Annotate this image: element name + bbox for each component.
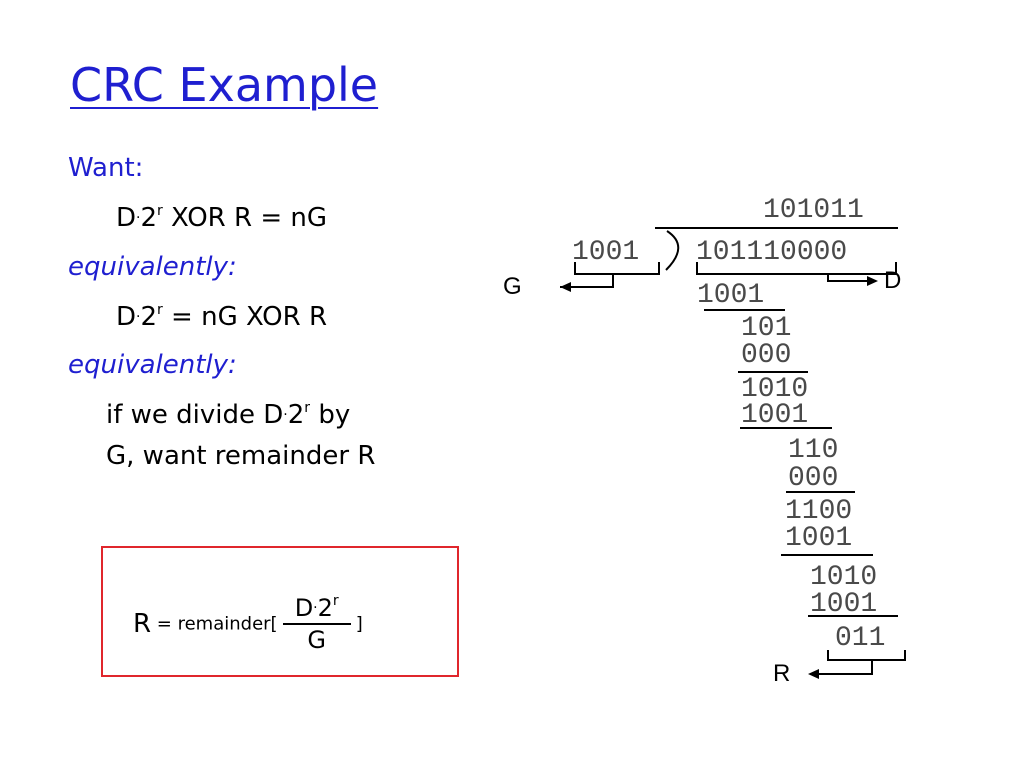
divide-line-1: if we divide D·2r by (106, 400, 350, 430)
step-6: 110 (788, 435, 839, 466)
eq1-sup: r (157, 203, 163, 219)
step-11: 1001 (810, 589, 878, 620)
step-5: 1001 (741, 400, 809, 431)
division-bracket (665, 230, 680, 271)
d-arrow-line (827, 274, 872, 282)
d-arrowhead (867, 276, 878, 286)
formula-close: ] (355, 613, 363, 635)
fraction-numerator: D·2r (282, 593, 351, 625)
divide-sup: r (304, 400, 311, 416)
g-arrowhead (560, 282, 571, 292)
divide-post: by (310, 400, 351, 430)
formula-r: R (133, 609, 152, 639)
eq2-d: D (116, 302, 137, 332)
dividend: 101110000 (696, 237, 848, 268)
slide-title: CRC Example (70, 58, 379, 112)
step-3: 000 (741, 340, 792, 371)
step-9: 1001 (785, 523, 853, 554)
d-bracket (696, 262, 897, 275)
label-r: R (773, 660, 791, 687)
quotient: 101011 (763, 195, 864, 226)
divisor: 1001 (572, 237, 640, 268)
step-10: 1010 (810, 562, 878, 593)
equation-1: D·2r XOR R = nG (116, 203, 327, 233)
r-arrow-line (812, 660, 873, 675)
eq1-d: D (116, 203, 137, 233)
formula-remainder-text: = remainder[ (151, 613, 278, 635)
remainder-formula: R = remainder[ D·2r G ] (133, 593, 363, 655)
divide-line-2: G, want remainder R (106, 441, 376, 471)
divide-dot: · (283, 407, 288, 423)
remainder-value: 011 (835, 623, 886, 654)
equivalently-label-2: equivalently: (68, 350, 237, 380)
equation-2: D·2r = nG XOR R (116, 302, 327, 332)
num-dot: · (313, 600, 318, 616)
divide-two: 2 (287, 400, 305, 430)
r-bracket (827, 650, 906, 661)
eq2-rest: = nG XOR R (162, 302, 328, 332)
step-2: 101 (741, 313, 792, 344)
formula-fraction: D·2r G (282, 593, 351, 655)
eq2-two: 2 (140, 302, 158, 332)
label-d: D (884, 267, 902, 294)
step-4: 1010 (741, 374, 809, 405)
want-label: Want: (68, 153, 144, 183)
g-bracket (574, 262, 660, 275)
eq1-two: 2 (140, 203, 158, 233)
g-arrow-line (560, 274, 614, 288)
step-7: 000 (788, 463, 839, 494)
label-g: G (503, 273, 522, 300)
eq1-rest: XOR R = nG (162, 203, 328, 233)
eq2-dot: · (136, 309, 141, 325)
num-d: D (294, 594, 314, 622)
num-sup: r (332, 593, 339, 609)
num-two: 2 (317, 594, 333, 622)
eq2-sup: r (157, 302, 163, 318)
step-1: 1001 (697, 280, 765, 311)
divide-pre: if we divide D (106, 400, 284, 430)
eq1-dot: · (136, 210, 141, 226)
fraction-denominator: G (307, 626, 326, 654)
formula-box (101, 546, 459, 677)
r-arrowhead (808, 669, 819, 679)
equivalently-label-1: equivalently: (68, 252, 237, 282)
step-8: 1100 (785, 496, 853, 527)
